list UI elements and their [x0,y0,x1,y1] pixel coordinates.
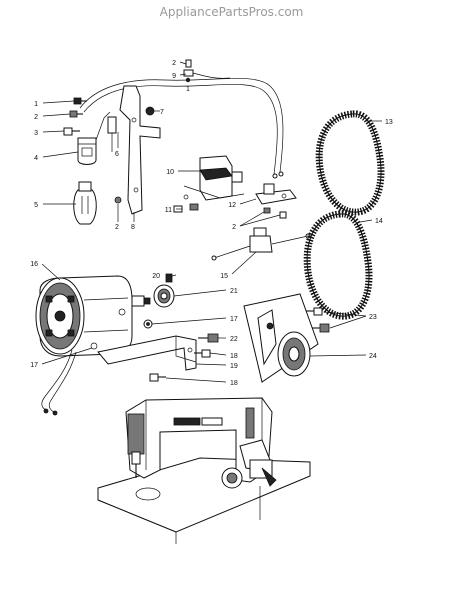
washer-17 [143,319,153,329]
callout-17: 17 [230,316,238,323]
callout-11: 11 [165,207,172,214]
callout-12: 12 [228,202,236,209]
lamp-bracket-8 [114,85,161,215]
callout-24: 24 [369,353,377,360]
callout-2-right: 2 [232,224,236,231]
lamp-socket-4 [77,111,111,165]
callout-7: 7 [160,109,164,116]
motor-bracket-19 [97,335,197,371]
callout-13: 13 [385,119,393,126]
callout-1-top: 1 [186,86,190,93]
leader-lines [41,61,382,383]
callout-20: 20 [152,273,160,280]
callout-4: 4 [34,155,38,162]
terminal-screw-9 [183,59,194,83]
callout-16: 16 [30,261,38,268]
callout-18: 18 [230,353,238,360]
callout-18-lower: 18 [230,380,238,387]
callout-2: 2 [34,114,38,121]
screw-22 [198,333,219,343]
bracket-6 [107,116,117,152]
callout-2-top: 2 [172,60,176,67]
screw-7 [145,106,155,116]
callout-labels: 1 2 3 4 5 6 7 8 2 2 9 1 10 11 12 2 13 14… [30,60,393,387]
bracket-12 [255,183,297,219]
wiring-harness [79,71,284,179]
callout-3: 3 [34,130,38,137]
motor-cord [41,349,77,416]
switch-15 [211,227,311,261]
callout-17-left: 17 [30,362,38,369]
callout-2-lower: 2 [115,224,119,231]
screws-23 [306,307,330,333]
light-bulb-5 [73,181,97,225]
callout-5: 5 [34,202,38,209]
pulley-bracket-24 [243,293,319,383]
terminal-block-10 [183,155,245,201]
drive-belt-13 [315,110,385,216]
motor-16 [35,275,151,357]
screws-11 [173,203,199,213]
callout-6: 6 [115,151,119,158]
callout-10: 10 [166,169,174,176]
callout-21: 21 [230,288,238,295]
drive-belt-14 [303,210,373,320]
callout-19: 19 [230,363,238,370]
callout-9: 9 [172,73,176,80]
motor-pulley-21 [153,273,175,308]
sewing-machine-head [97,397,311,544]
callout-1: 1 [34,101,38,108]
site-watermark: AppliancePartsPros.com [159,5,304,19]
callout-15: 15 [220,273,228,280]
callout-8: 8 [131,224,135,231]
screws-18 [149,349,211,382]
callout-22: 22 [230,336,238,343]
callout-14: 14 [375,218,383,225]
callout-23: 23 [369,314,377,321]
